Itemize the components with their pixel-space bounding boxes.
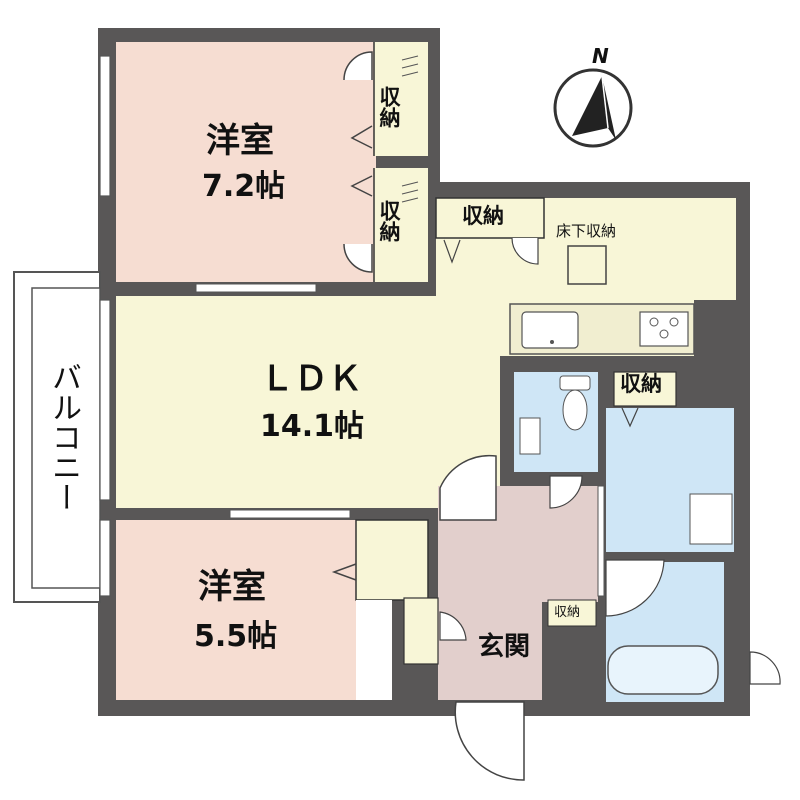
bedroom2-alcove bbox=[356, 600, 392, 700]
bedroom2-closet-door bbox=[331, 563, 357, 581]
bedroom1-floor bbox=[116, 42, 376, 282]
sliding-door-bedroom2 bbox=[229, 509, 351, 519]
bedroom1-name: 洋室 bbox=[206, 121, 274, 161]
closet-right-label: 収納 bbox=[620, 372, 662, 396]
door-swing-bedroom1-top bbox=[343, 51, 373, 81]
underfloor-hatch bbox=[567, 245, 607, 285]
balcony-name: バルコニー bbox=[46, 362, 81, 512]
door-swing-entrance bbox=[454, 701, 525, 781]
compass-north-label: N bbox=[592, 44, 609, 68]
bathtub bbox=[607, 645, 719, 695]
washroom-closet-door bbox=[621, 407, 639, 428]
door-swing-hall bbox=[439, 454, 497, 521]
door-swing-toilet bbox=[549, 475, 583, 509]
compass bbox=[553, 68, 633, 148]
closet-mid-label: 収納 bbox=[377, 200, 401, 242]
ldk-area: 14.1帖 bbox=[260, 409, 365, 444]
closet-top-label: 収納 bbox=[377, 86, 401, 128]
washing-machine bbox=[689, 493, 733, 545]
bedroom2-closet bbox=[355, 519, 429, 601]
bedroom2-name: 洋室 bbox=[198, 567, 266, 607]
entrance-name: 玄関 bbox=[478, 632, 531, 662]
closet-kitchen-label: 収納 bbox=[462, 204, 504, 228]
bedroom1-window bbox=[99, 55, 111, 197]
sliding-door-washroom bbox=[597, 485, 605, 597]
ldk-window bbox=[99, 299, 111, 501]
closet-entry-label: 収納 bbox=[554, 605, 581, 620]
toilet-fixture bbox=[519, 375, 591, 455]
north-arrow-icon bbox=[572, 76, 616, 140]
underfloor-label: 床下収納 bbox=[556, 222, 617, 240]
bedroom1-closets bbox=[350, 42, 428, 282]
door-swing-bath bbox=[605, 559, 665, 617]
kitchen-closet bbox=[435, 197, 545, 265]
washroom-closet bbox=[613, 371, 677, 407]
door-swing-bedroom1-bottom bbox=[343, 243, 373, 273]
bedroom2-window bbox=[99, 519, 111, 597]
entry-closet bbox=[547, 599, 597, 627]
ldk-name: ＬＤＫ bbox=[260, 359, 362, 399]
ldk-floor bbox=[116, 198, 736, 508]
kitchen-counter bbox=[509, 303, 695, 355]
bedroom2-floor bbox=[116, 520, 356, 700]
bedroom2-area: 5.5帖 bbox=[194, 619, 278, 654]
door-swing-shoe bbox=[439, 611, 467, 641]
sliding-door-bedroom1 bbox=[195, 283, 317, 293]
exterior-door-swing bbox=[749, 651, 781, 685]
shoe-closet bbox=[403, 597, 439, 665]
bedroom1-area: 7.2帖 bbox=[202, 169, 286, 204]
